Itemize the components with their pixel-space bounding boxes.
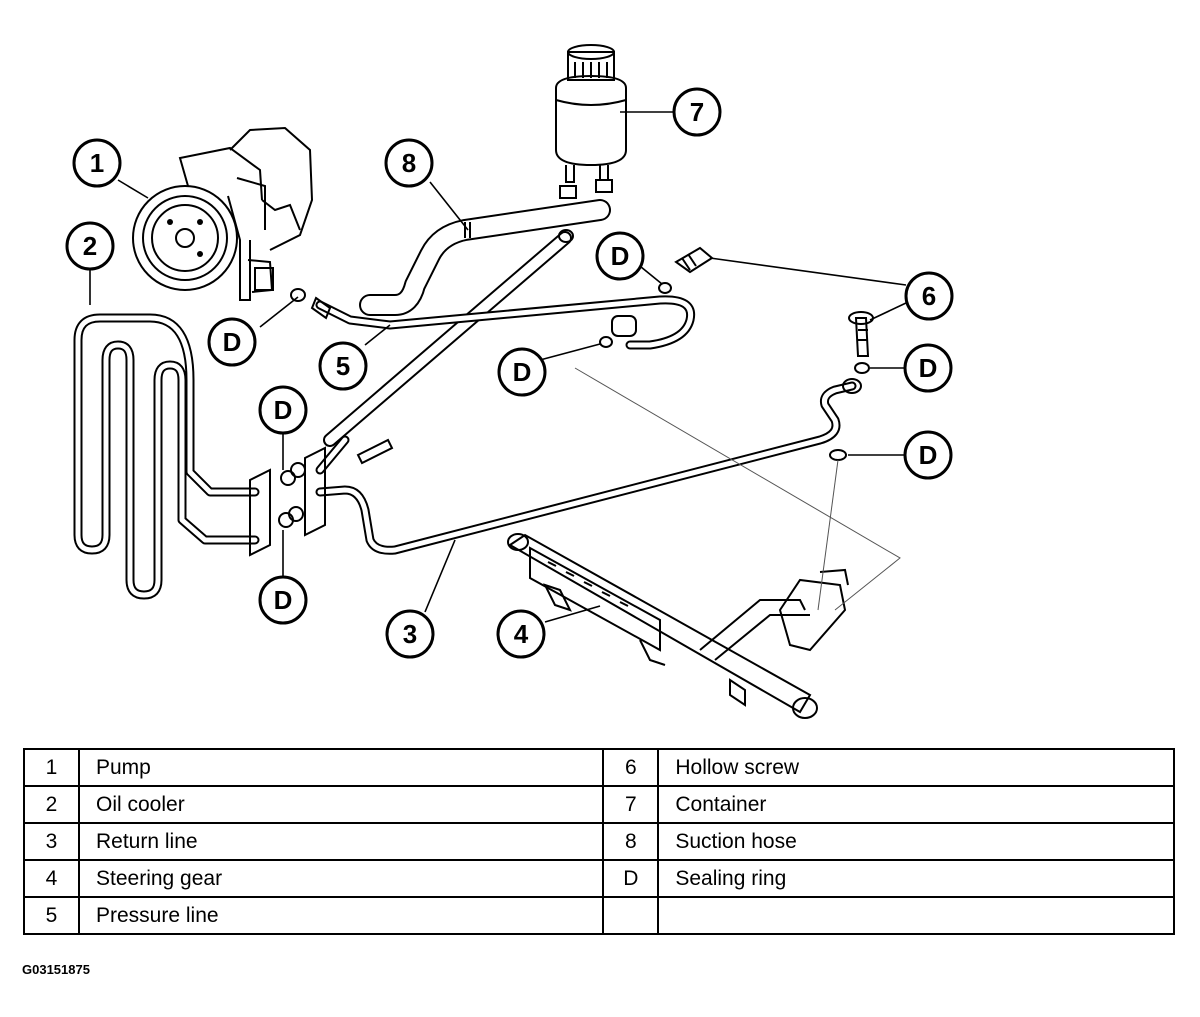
legend-description: Return line (77, 822, 605, 861)
callout-d-pressure-upper: D (595, 231, 645, 281)
svg-text:5: 5 (336, 351, 350, 381)
legend-number: 2 (23, 785, 80, 824)
svg-text:D: D (274, 395, 293, 425)
svg-text:4: 4 (514, 619, 529, 649)
legend-description (657, 896, 1175, 935)
reference-lines (574, 367, 901, 611)
legend-number: 7 (602, 785, 660, 824)
leader-lines (89, 111, 908, 623)
svg-text:7: 7 (690, 97, 704, 127)
pressure-line (310, 246, 714, 350)
svg-text:D: D (274, 585, 293, 615)
return-line (315, 378, 862, 555)
callout-d-cooler-lower: D (258, 575, 308, 625)
svg-text:3: 3 (403, 619, 417, 649)
legend-description: Container (657, 785, 1175, 824)
suction-hose (323, 199, 611, 447)
callout-8: 8 (384, 138, 434, 188)
sealing-rings (290, 282, 870, 461)
callout-d-screw: D (903, 343, 953, 393)
svg-text:D: D (611, 241, 630, 271)
svg-text:D: D (919, 353, 938, 383)
callout-2: 2 (65, 221, 115, 271)
legend-number: 8 (602, 822, 660, 861)
callout-5: 5 (318, 341, 368, 391)
callout-d-pump: D (207, 317, 257, 367)
legend-description: Suction hose (657, 822, 1175, 861)
legend-number: 6 (602, 748, 660, 787)
callout-1: 1 (72, 138, 122, 188)
callout-7: 7 (672, 87, 722, 137)
oil-cooler (73, 313, 260, 600)
legend-row: 1 Pump 6 Hollow screw (23, 748, 1175, 787)
pump (132, 126, 314, 301)
cooler-bracket (249, 446, 326, 557)
legend-row: 3 Return line 8 Suction hose (23, 822, 1175, 861)
legend-description: Steering gear (77, 859, 605, 898)
steering-gear (507, 533, 849, 719)
container (555, 44, 627, 199)
legend-description: Pressure line (77, 896, 605, 935)
legend-number (602, 896, 660, 935)
legend-number: 1 (23, 748, 80, 787)
power-steering-diagram: 1 2 3 4 5 6 7 8 D D D D (65, 44, 954, 719)
figure-id: G03151875 (22, 962, 90, 977)
legend-row: 2 Oil cooler 7 Container (23, 785, 1175, 824)
legend-description: Pump (77, 748, 605, 787)
legend-number: 5 (23, 896, 80, 935)
callout-6: 6 (904, 271, 954, 321)
svg-text:6: 6 (922, 281, 936, 311)
svg-text:2: 2 (83, 231, 97, 261)
callout-d-pressure-lower: D (497, 347, 547, 397)
svg-text:D: D (919, 440, 938, 470)
legend-description: Oil cooler (77, 785, 605, 824)
hollow-screws (356, 311, 874, 465)
svg-text:D: D (223, 327, 242, 357)
callout-d-cooler-upper: D (258, 385, 308, 435)
legend-row: 4 Steering gear D Sealing ring (23, 859, 1175, 898)
callout-3: 3 (385, 609, 435, 659)
legend-number: D (602, 859, 660, 898)
svg-text:8: 8 (402, 148, 416, 178)
legend-description: Sealing ring (657, 859, 1175, 898)
legend-row: 5 Pressure line (23, 896, 1175, 935)
callout-d-return: D (903, 430, 953, 480)
svg-text:D: D (513, 357, 532, 387)
legend-number: 4 (23, 859, 80, 898)
legend-number: 3 (23, 822, 80, 861)
callout-4: 4 (496, 609, 546, 659)
parts-legend-table: 1 Pump 6 Hollow screw 2 Oil cooler 7 Con… (23, 748, 1175, 935)
legend-description: Hollow screw (657, 748, 1175, 787)
svg-text:1: 1 (90, 148, 104, 178)
